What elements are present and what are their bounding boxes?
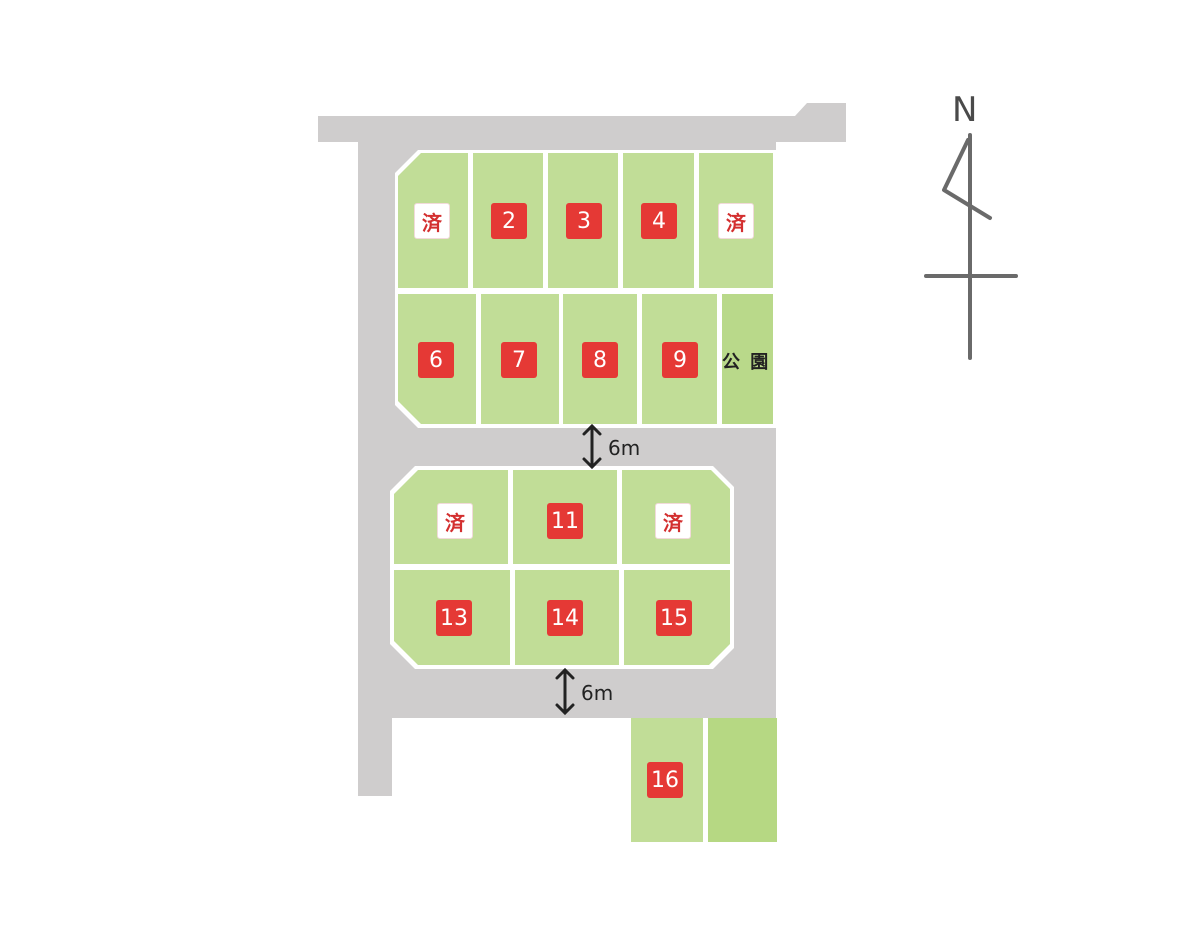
lot-5-label[interactable]: 済 xyxy=(718,203,754,239)
park-label: 公 園 xyxy=(722,352,771,373)
lot-3-label[interactable]: 3 xyxy=(566,203,602,239)
lot-13-label[interactable]: 13 xyxy=(436,600,472,636)
lot-10-label[interactable]: 済 xyxy=(437,503,473,539)
lot-16-label[interactable]: 16 xyxy=(647,762,683,798)
lot-6-label[interactable]: 6 xyxy=(418,342,454,378)
lot-12-label[interactable]: 済 xyxy=(655,503,691,539)
north-arrow-icon xyxy=(924,133,1018,360)
north-label: N xyxy=(952,90,978,130)
lot-11-label[interactable]: 11 xyxy=(547,503,583,539)
lot-9-label[interactable]: 9 xyxy=(662,342,698,378)
lot-8-label[interactable]: 8 xyxy=(582,342,618,378)
lot-15-label[interactable]: 15 xyxy=(656,600,692,636)
lot-4-label[interactable]: 4 xyxy=(641,203,677,239)
road-width-lower: 6m xyxy=(581,681,614,705)
road-width-arrow-upper xyxy=(582,423,602,470)
lot-7-label[interactable]: 7 xyxy=(501,342,537,378)
lot-1-label[interactable]: 済 xyxy=(414,203,450,239)
road-width-upper: 6m xyxy=(608,436,641,460)
lot-14-label[interactable]: 14 xyxy=(547,600,583,636)
lot-2-label[interactable]: 2 xyxy=(491,203,527,239)
road-width-arrow-lower xyxy=(555,667,575,716)
